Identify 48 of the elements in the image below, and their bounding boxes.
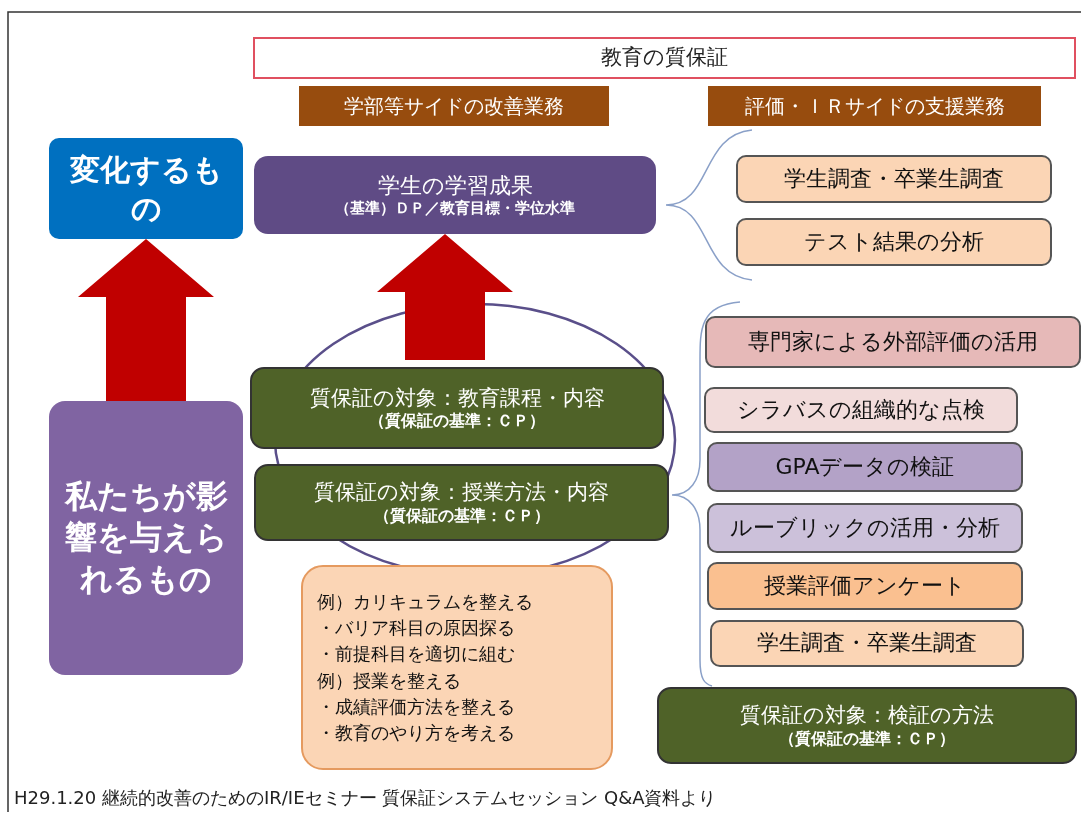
- task-box: [736, 155, 1052, 203]
- box-subtitle: （質保証の基準：ＣＰ）: [373, 505, 550, 525]
- box-label: 質保証の対象：教育課程・内容: [309, 385, 605, 411]
- target-box: [254, 464, 669, 541]
- task-box: [707, 503, 1023, 553]
- target-box: [657, 687, 1077, 764]
- category-box: [49, 401, 243, 675]
- box-label: テスト結果の分析: [804, 228, 984, 256]
- box-label: 学生調査・卒業生調査: [757, 630, 977, 657]
- task-box: [707, 442, 1023, 492]
- box-label: 質保証の対象：検証の方法: [740, 703, 994, 729]
- task-box: [710, 620, 1024, 667]
- box-label: GPAデータの検証: [775, 453, 955, 481]
- box-label: シラバスの組織的な点検: [737, 396, 985, 424]
- example-box: [301, 565, 613, 770]
- box-label: 評価・ＩＲサイドの支援業務: [744, 94, 1005, 118]
- outcome-box: [254, 156, 656, 234]
- example-text: ・成績評価方法を整える: [317, 694, 515, 719]
- task-box: [707, 562, 1023, 610]
- box-label: 学生の学習成果: [377, 172, 533, 199]
- box-label: 学部等サイドの改善業務: [344, 94, 564, 118]
- block-arrow: [377, 234, 513, 360]
- target-box: [250, 367, 664, 449]
- example-text: 例）カリキュラムを整える: [317, 590, 533, 615]
- box-subtitle: （質保証の基準：ＣＰ）: [369, 411, 545, 431]
- box-label: 授業評価アンケート: [764, 572, 966, 600]
- example-text: ・バリア科目の原因探る: [317, 616, 515, 641]
- category-box: [49, 138, 243, 239]
- box-label: 変化するもの: [68, 150, 224, 228]
- box-label: 私たちが影響を与えられるもの: [64, 475, 228, 600]
- box-label: 質保証の対象：授業方法・内容: [314, 480, 609, 506]
- box-label: 専門家による外部評価の活用: [748, 328, 1038, 356]
- box-subtitle: （基準）ＤＰ／教育目標・学位水準: [335, 199, 575, 218]
- header-banner: [299, 86, 609, 126]
- task-box: [704, 387, 1018, 433]
- example-text: ・教育のやり方を考える: [317, 720, 515, 745]
- box-label: ルーブリックの活用・分析: [730, 514, 1000, 542]
- task-box: [705, 316, 1081, 368]
- title-box: [253, 37, 1076, 79]
- header-banner: [708, 86, 1041, 126]
- caption: H29.1.20 継続的改善のためのIR/IEセミナー 質保証システムセッション Q&A資料より: [14, 786, 717, 810]
- block-arrow: [78, 239, 214, 401]
- box-label: 教育の質保証: [601, 45, 728, 71]
- box-label: 学生調査・卒業生調査: [784, 165, 1004, 193]
- example-text: 例）授業を整える: [317, 668, 461, 693]
- example-text: ・前提科目を適切に組む: [317, 642, 515, 667]
- box-subtitle: （質保証の基準：ＣＰ）: [779, 728, 955, 748]
- task-box: [736, 218, 1052, 266]
